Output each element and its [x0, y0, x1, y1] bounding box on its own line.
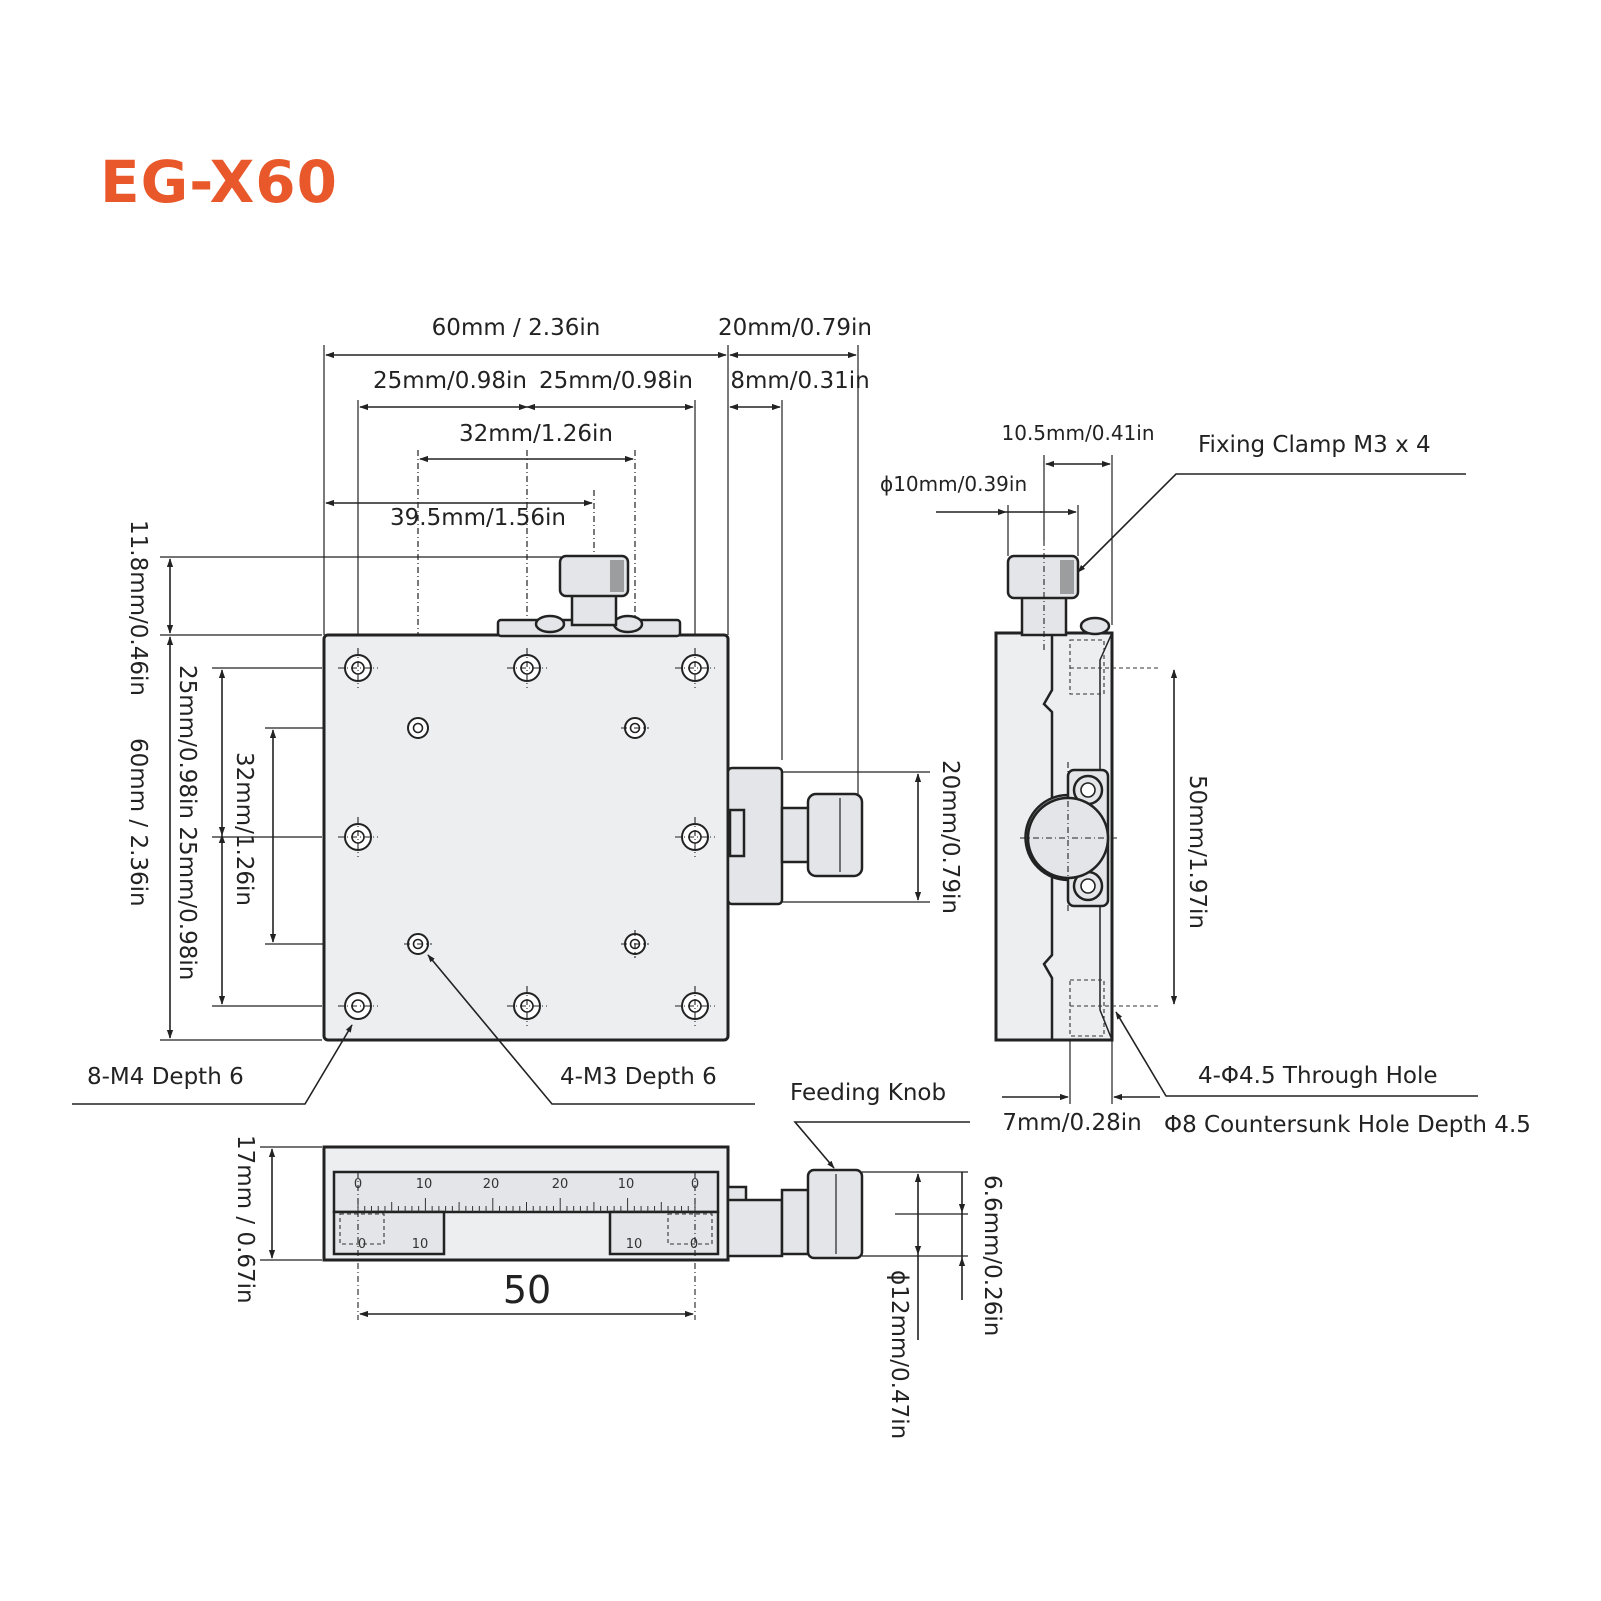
front-dim-knob-dia: ϕ12mm/0.47in [886, 1270, 912, 1439]
front-feeding-knob [806, 1168, 864, 1260]
front-dim-travel: 50 [503, 1268, 551, 1312]
side-dim-edge-offset: 7mm/0.28in [1002, 1110, 1141, 1136]
scale-label: 10 [618, 1177, 635, 1192]
label-feeding-knob: Feeding Knob [790, 1080, 946, 1106]
side-view: 10.5mm/0.41in ϕ10mm/0.39in Fixing Clamp … [880, 421, 1531, 1138]
dim-width-label: 60mm / 2.36in [432, 315, 601, 341]
m4-hole [344, 823, 372, 851]
scale-label: 20 [483, 1177, 500, 1192]
dim-clamp-height: 11.8mm/0.46in [125, 520, 151, 696]
product-title: EG-X60 [100, 148, 338, 216]
scale-label: 10 [626, 1237, 643, 1252]
scale-window-left [332, 1210, 446, 1256]
scale-label: 20 [552, 1177, 569, 1192]
dim-vert-spacing: 25mm/0.98in 25mm/0.98in [174, 665, 200, 980]
front-dim-knob-offset: 6.6mm/0.26in [979, 1175, 1005, 1336]
m4-hole [344, 992, 372, 1020]
feeding-knob-top [806, 792, 864, 878]
scale-label: 10 [416, 1177, 433, 1192]
scale-label: 0 [354, 1177, 362, 1192]
scale-ticks [357, 1198, 696, 1212]
scale-label: 10 [412, 1237, 429, 1252]
dim-knob-height: 20mm/0.79in [937, 760, 963, 914]
front-knob-shaft [726, 1198, 784, 1258]
label-fixing-clamp: Fixing Clamp M3 x 4 [1198, 432, 1431, 458]
m4-hole [681, 654, 709, 682]
scale-label: 0 [358, 1237, 366, 1252]
label-m3-holes: 4-M3 Depth 6 [560, 1064, 717, 1090]
m3-hole [407, 717, 429, 739]
dim-clamp-offset: 39.5mm/1.56in [390, 505, 566, 531]
dim-m3-vert-spacing: 32mm/1.26in [231, 752, 257, 906]
dim-m3-spacing: 32mm/1.26in [459, 421, 613, 447]
front-view: 0 10 20 20 10 0 0 10 10 0 Feeding Knob 1… [232, 1080, 1005, 1439]
dim-knob-width-label: 20mm/0.79in [718, 315, 872, 341]
stage-plate [322, 633, 730, 1042]
m4-hole [513, 992, 541, 1020]
knob-shaft [780, 806, 812, 864]
front-dim-height: 17mm / 0.67in [232, 1135, 258, 1304]
m4-hole [681, 992, 709, 1020]
m4-hole [513, 654, 541, 682]
top-view: 60mm / 2.36in 20mm/0.79in 25mm/0.98in 25… [72, 315, 963, 1105]
m4-holes [344, 654, 709, 1020]
label-m4-holes: 8-M4 Depth 6 [87, 1064, 244, 1090]
side-dim-hole-spacing: 50mm/1.97in [1184, 775, 1210, 929]
side-dim-clamp-offset: 10.5mm/0.41in [1002, 421, 1155, 445]
scale-label: 0 [691, 1177, 699, 1192]
dim-knob-offset: 8mm/0.31in [730, 368, 869, 394]
dim-hole-spacing-right: 25mm/0.98in [539, 368, 693, 394]
clamp-stem [570, 593, 618, 627]
scale-window-right [608, 1210, 720, 1256]
dim-height: 60mm / 2.36in [125, 738, 151, 907]
label-through-hole: 4-Φ4.5 Through Hole [1198, 1063, 1438, 1089]
label-countersink: Φ8 Countersunk Hole Depth 4.5 [1164, 1112, 1531, 1138]
dim-hole-spacing-left: 25mm/0.98in [373, 368, 527, 394]
side-dim-clamp-dia: ϕ10mm/0.39in [880, 472, 1027, 496]
